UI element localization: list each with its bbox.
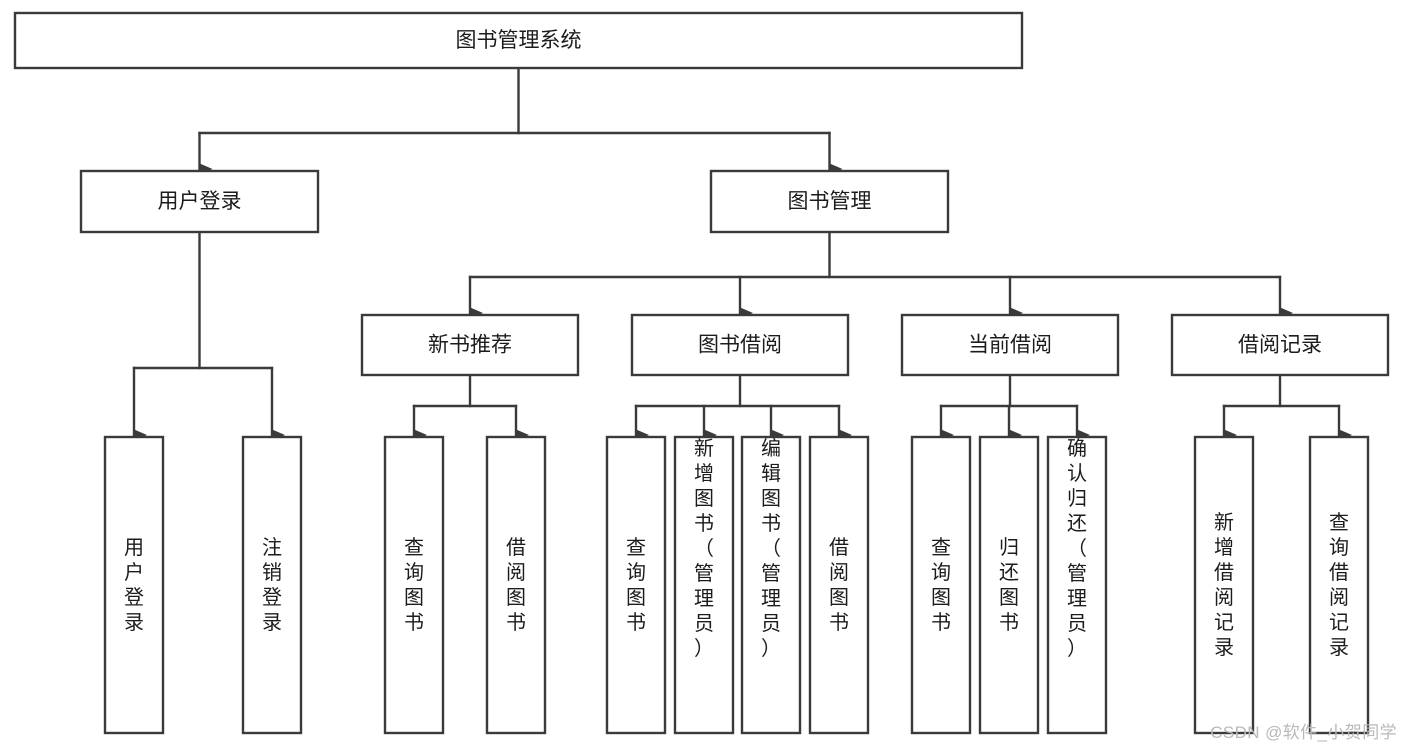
node-leaf-query-book-3-rect xyxy=(910,435,972,735)
node-user-login-rect xyxy=(79,169,320,234)
node-leaf-query-book-1-rect xyxy=(383,435,445,735)
node-leaf-query-record-rect xyxy=(1308,435,1370,735)
node-book-manage-label: 图书管理 xyxy=(788,190,872,213)
node-book-manage-rect xyxy=(709,169,950,234)
node-new-book-recommend[interactable]: 新书推荐 xyxy=(360,313,580,377)
node-leaf-query-book-3[interactable]: 查询图书 xyxy=(910,435,972,735)
node-leaf-add-book-rect xyxy=(673,435,735,735)
node-leaf-borrow-book-1[interactable]: 借阅图书 xyxy=(485,435,547,735)
node-leaf-query-book-2-label: 查询图书 xyxy=(626,536,646,634)
node-leaf-confirm-return-label: 确认归还（管理员） xyxy=(1067,437,1087,660)
node-root-rect xyxy=(13,11,1024,70)
node-leaf-borrow-book-2[interactable]: 借阅图书 xyxy=(808,435,870,735)
node-leaf-add-book[interactable]: 新增图书（管理员） xyxy=(673,435,735,735)
node-leaf-add-record[interactable]: 新增借阅记录 xyxy=(1193,435,1255,735)
node-leaf-user-login[interactable]: 用户登录 xyxy=(103,435,165,735)
node-leaf-user-login-rect xyxy=(103,435,165,735)
node-book-borrow-rect xyxy=(630,313,850,377)
node-root-label: 图书管理系统 xyxy=(456,29,582,52)
node-leaf-logout-rect xyxy=(241,435,303,735)
node-leaf-edit-book[interactable]: 编辑图书（管理员） xyxy=(740,435,802,735)
node-current-borrow-label: 当前借阅 xyxy=(968,334,1052,357)
node-leaf-confirm-return[interactable]: 确认归还（管理员） xyxy=(1046,435,1108,735)
node-leaf-borrow-book-2-label: 借阅图书 xyxy=(829,536,849,634)
node-leaf-query-record[interactable]: 查询借阅记录 xyxy=(1308,435,1370,735)
node-leaf-borrow-book-2-rect xyxy=(808,435,870,735)
node-borrow-record-rect xyxy=(1170,313,1390,377)
connector-lines-group xyxy=(132,66,1352,441)
node-leaf-borrow-book-1-label: 借阅图书 xyxy=(506,536,526,634)
node-leaf-query-book-3-label: 查询图书 xyxy=(931,536,951,634)
node-leaf-edit-book-label: 编辑图书（管理员） xyxy=(761,437,781,660)
node-leaf-query-book-1[interactable]: 查询图书 xyxy=(383,435,445,735)
node-user-login[interactable]: 用户登录 xyxy=(79,169,320,234)
node-leaf-query-book-2-rect xyxy=(605,435,667,735)
node-leaf-user-login-label: 用户登录 xyxy=(124,537,144,634)
node-leaf-confirm-return-rect xyxy=(1046,435,1108,735)
node-book-borrow[interactable]: 图书借阅 xyxy=(630,313,850,377)
node-leaf-borrow-book-1-rect xyxy=(485,435,547,735)
node-leaf-edit-book-rect xyxy=(740,435,802,735)
node-leaf-query-record-label: 查询借阅记录 xyxy=(1329,511,1349,659)
node-current-borrow-rect xyxy=(900,313,1120,377)
node-boxes-group: 图书管理系统用户登录图书管理新书推荐图书借阅当前借阅借阅记录用户登录注销登录查询… xyxy=(13,11,1390,735)
node-leaf-query-book-1-label: 查询图书 xyxy=(404,536,424,634)
node-leaf-logout-label: 注销登录 xyxy=(262,536,282,634)
node-book-manage[interactable]: 图书管理 xyxy=(709,169,950,234)
node-user-login-label: 用户登录 xyxy=(158,190,242,213)
csdn-watermark: CSDN @软件_小贺同学 xyxy=(1210,723,1397,742)
node-borrow-record-label: 借阅记录 xyxy=(1238,334,1322,357)
node-current-borrow[interactable]: 当前借阅 xyxy=(900,313,1120,377)
node-leaf-return-book[interactable]: 归还图书 xyxy=(978,435,1040,735)
node-leaf-return-book-label: 归还图书 xyxy=(999,536,1019,634)
node-leaf-logout[interactable]: 注销登录 xyxy=(241,435,303,735)
node-leaf-add-record-rect xyxy=(1193,435,1255,735)
node-leaf-add-record-label: 新增借阅记录 xyxy=(1214,511,1234,659)
node-borrow-record[interactable]: 借阅记录 xyxy=(1170,313,1390,377)
node-book-borrow-label: 图书借阅 xyxy=(698,334,782,357)
node-new-book-recommend-label: 新书推荐 xyxy=(428,334,512,357)
node-new-book-recommend-rect xyxy=(360,313,580,377)
node-leaf-query-book-2[interactable]: 查询图书 xyxy=(605,435,667,735)
node-leaf-return-book-rect xyxy=(978,435,1040,735)
node-root[interactable]: 图书管理系统 xyxy=(13,11,1024,70)
node-leaf-add-book-label: 新增图书（管理员） xyxy=(694,437,714,660)
